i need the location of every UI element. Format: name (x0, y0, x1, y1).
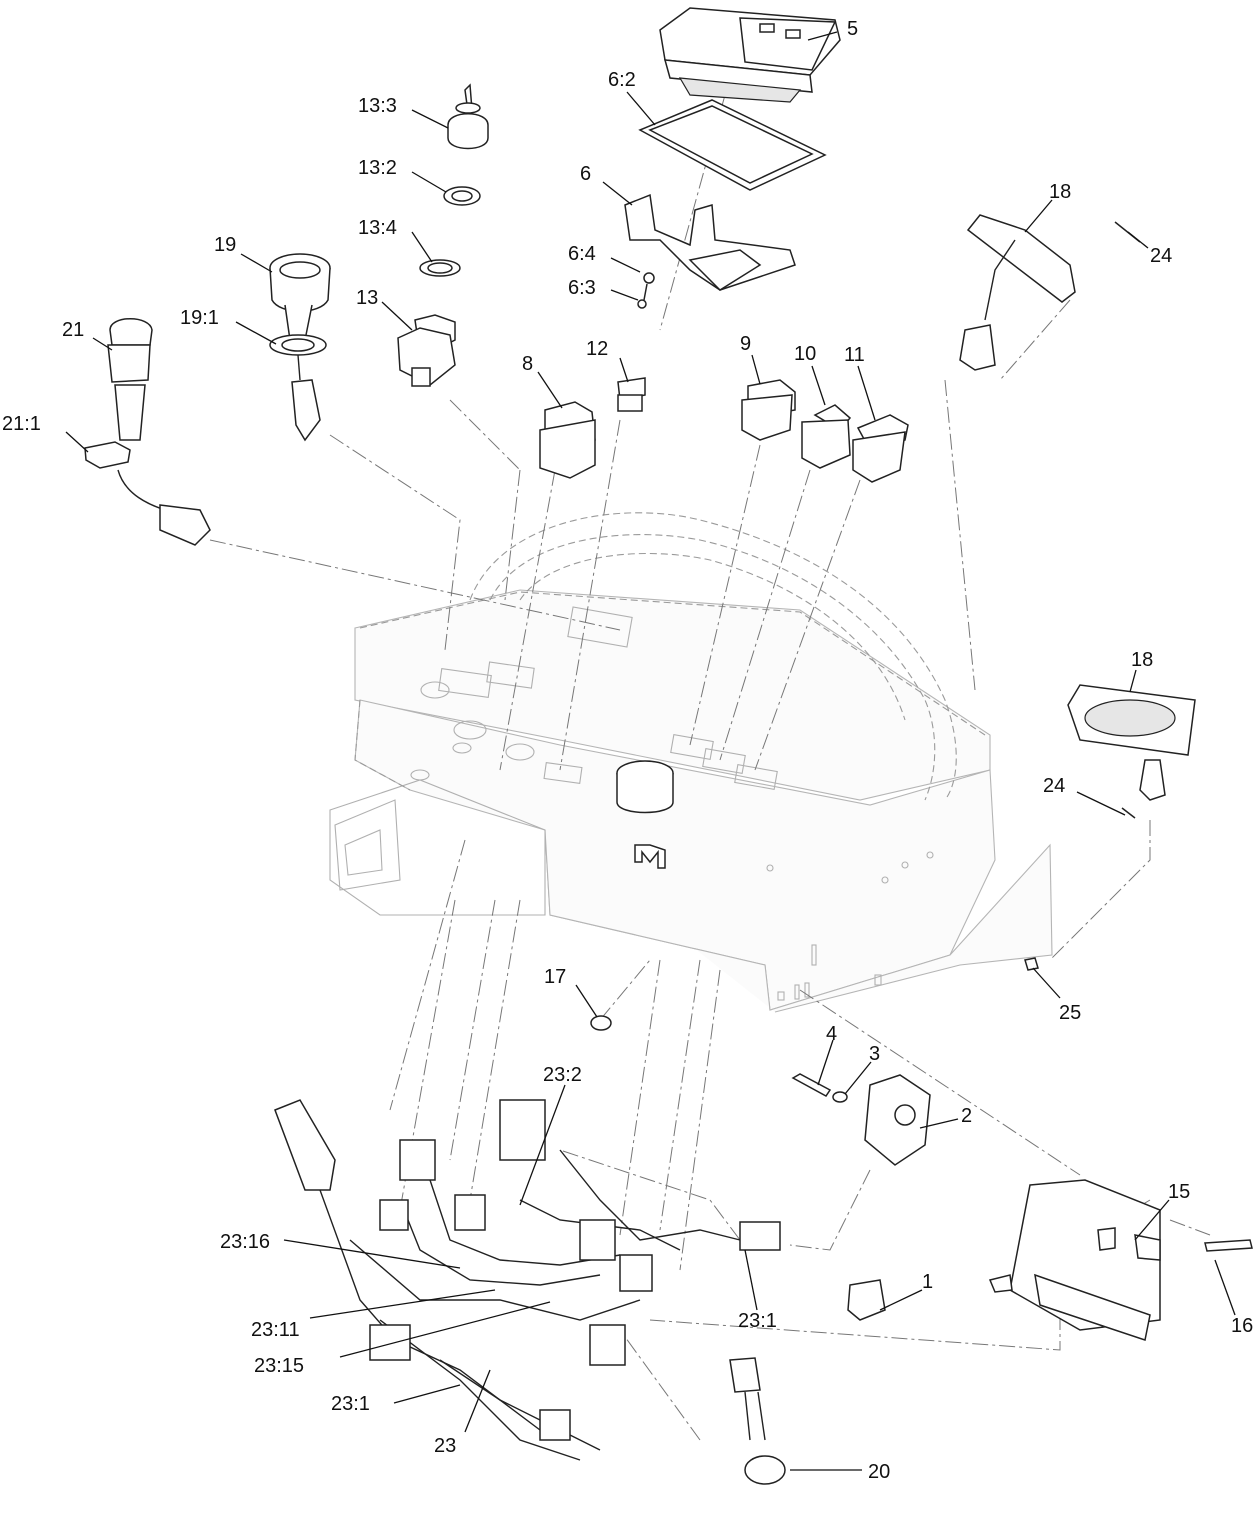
callout-8: 8 (522, 353, 533, 375)
callout-6-3: 6:3 (568, 277, 596, 299)
part-25-nut (1024, 957, 1039, 971)
callout-24-lower: 24 (1043, 775, 1065, 797)
part-5-display (659, 7, 841, 103)
callout-13-2: 13:2 (358, 157, 397, 179)
part-18-light-upper (959, 214, 1141, 371)
callout-16: 16 (1231, 1315, 1253, 1337)
callout-13-3: 13:3 (358, 95, 397, 117)
part-20-plug (729, 1357, 786, 1485)
part-19-knob (269, 253, 331, 442)
part-15-controller (988, 1179, 1161, 1341)
callout-10: 10 (794, 343, 816, 365)
callout-20: 20 (868, 1461, 890, 1483)
part-12-switch (617, 377, 646, 412)
callout-13: 13 (356, 287, 378, 309)
callout-21-1: 21:1 (2, 413, 41, 435)
callout-24-upper: 24 (1150, 245, 1172, 267)
callout-23-16: 23:16 (220, 1231, 270, 1253)
callout-18-lower: 18 (1131, 649, 1153, 671)
console-frame (329, 512, 1053, 1013)
leader-lines (65, 31, 1236, 1471)
callout-23-11: 23:11 (251, 1319, 300, 1341)
part-11-switch (852, 414, 909, 483)
part-8-switch (539, 401, 596, 479)
part-6-bracket (624, 193, 796, 309)
callout-12: 12 (586, 338, 608, 360)
callout-21: 21 (62, 319, 84, 341)
callout-1: 1 (922, 1271, 933, 1293)
callout-11: 11 (844, 344, 865, 366)
callout-23-15: 23:15 (254, 1355, 304, 1377)
callout-19-1: 19:1 (180, 307, 219, 329)
callout-19: 19 (214, 234, 236, 256)
callout-23-2: 23:2 (543, 1064, 582, 1086)
callout-5: 5 (847, 18, 858, 40)
callout-3: 3 (869, 1043, 880, 1065)
callout-13-4: 13:4 (358, 217, 397, 239)
part-23-harness (274, 1099, 781, 1461)
part-3-washer (832, 1091, 848, 1103)
callout-2: 2 (961, 1105, 972, 1127)
part-16-bolt (1204, 1239, 1253, 1252)
part-13-key-switch (397, 83, 489, 387)
part-9-switch (741, 379, 796, 441)
part-6-2-gasket (638, 99, 827, 191)
callout-25: 25 (1059, 1002, 1081, 1024)
part-17-grommet (590, 1015, 612, 1031)
callout-6-4: 6:4 (568, 243, 596, 265)
callout-18-upper: 18 (1049, 181, 1071, 203)
part-2-sensor (864, 1074, 931, 1166)
callout-4: 4 (826, 1023, 837, 1045)
part-4-bolt (791, 1073, 832, 1097)
callout-23: 23 (434, 1435, 456, 1457)
callout-17: 17 (544, 966, 566, 988)
callout-15: 15 (1168, 1181, 1190, 1203)
part-18-light-lower (1067, 684, 1196, 819)
callout-labels: 5 6:2 6 6:4 6:3 13:3 13:2 13:4 13 19 19:… (2, 18, 1253, 1483)
callout-23-1-left: 23:1 (331, 1393, 370, 1415)
part-10-selector (801, 404, 852, 469)
callout-9: 9 (740, 333, 751, 355)
part-1-relay (847, 1279, 886, 1321)
callout-6-2: 6:2 (608, 69, 636, 91)
callout-23-1-right: 23:1 (738, 1310, 777, 1332)
part-21-connector (84, 318, 211, 546)
callout-6: 6 (580, 163, 591, 185)
